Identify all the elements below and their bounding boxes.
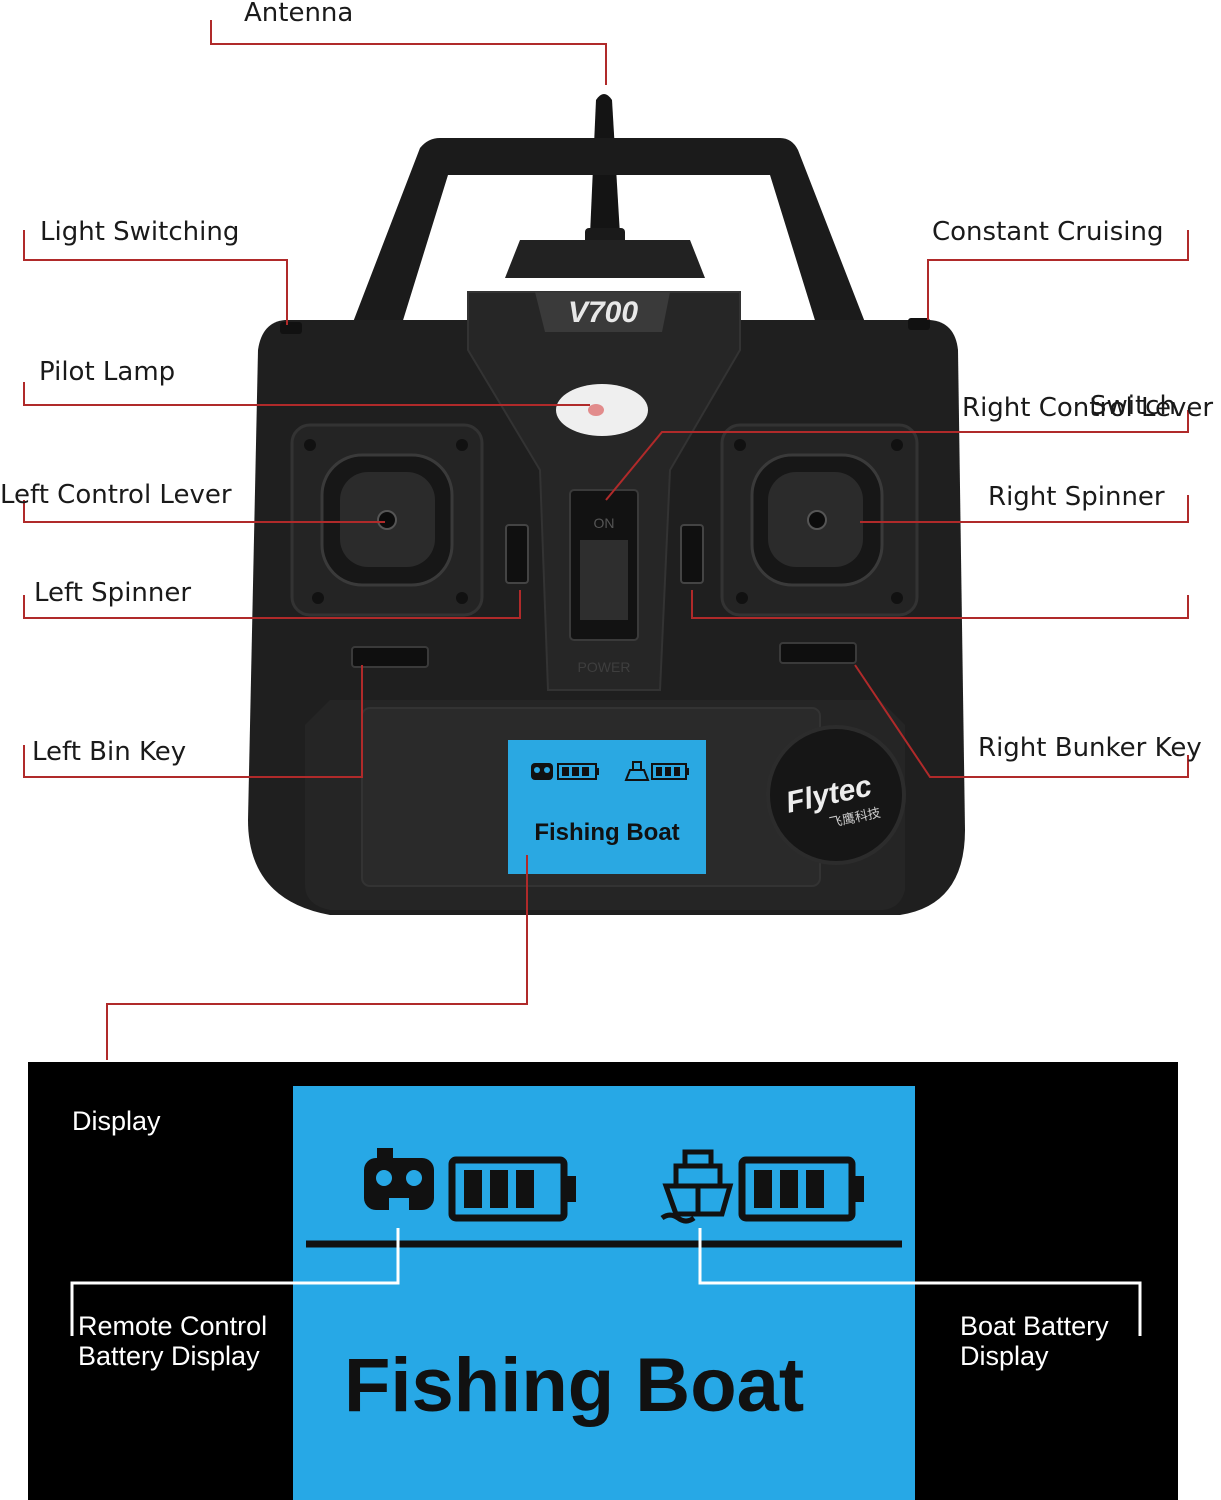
right-control-lever[interactable] (720, 423, 919, 617)
controller-icon (531, 763, 553, 780)
remote-controller-image: V700 ON POWER (248, 94, 965, 915)
callout-left-control-lever: Left Control Lever (0, 480, 232, 510)
boat-icon (624, 761, 650, 781)
brand-logo: Flytec 飞鹰科技 (766, 725, 906, 865)
callout-right-control-lever: Right Control Lever (962, 393, 1214, 423)
boat-icon (660, 1149, 734, 1224)
carry-handle (350, 138, 868, 330)
left-bin-key[interactable] (351, 646, 429, 668)
callout-right-spinner: Right Spinner (988, 482, 1165, 512)
battery-icon (448, 1156, 576, 1222)
display-heading: Display (72, 1106, 161, 1136)
left-control-lever[interactable] (290, 423, 484, 617)
callout-pilot-lamp: Pilot Lamp (39, 357, 176, 387)
power-label: POWER (578, 659, 631, 675)
large-lcd-screen (293, 1086, 915, 1500)
power-switch[interactable]: ON POWER (569, 489, 639, 675)
power-on-label: ON (594, 515, 615, 531)
model-name-text: V700 (568, 296, 638, 329)
callout-left-spinner: Left Spinner (34, 578, 192, 608)
controller-icon (364, 1148, 434, 1212)
model-badge: V700 (535, 292, 670, 332)
left-spinner[interactable] (505, 524, 529, 584)
callout-constant-cruising: Constant Cruising (932, 217, 1164, 247)
large-lcd-text: Fishing Boat (344, 1343, 805, 1428)
callout-light-switching: Light Switching (40, 217, 240, 247)
callout-antenna: Antenna (244, 0, 354, 28)
battery-icon (557, 763, 599, 780)
battery-icon (738, 1156, 864, 1222)
remote-battery-label-line1: Remote Control (78, 1311, 268, 1341)
boat-battery-label-line2: Display (960, 1341, 1049, 1371)
right-bunker-key[interactable] (779, 642, 857, 664)
callout-left-bin-key: Left Bin Key (32, 737, 187, 767)
boat-battery-label-line1: Boat Battery (960, 1311, 1109, 1341)
battery-icon (651, 763, 689, 780)
callout-right-bunker-key: Right Bunker Key (978, 733, 1202, 763)
callout-switch: Switch (1090, 391, 1176, 421)
remote-battery-label-line2: Battery Display (78, 1341, 260, 1371)
small-lcd-screen: Fishing Boat (508, 740, 706, 874)
small-lcd-text: Fishing Boat (534, 819, 679, 846)
right-spinner-trim[interactable] (680, 524, 704, 584)
